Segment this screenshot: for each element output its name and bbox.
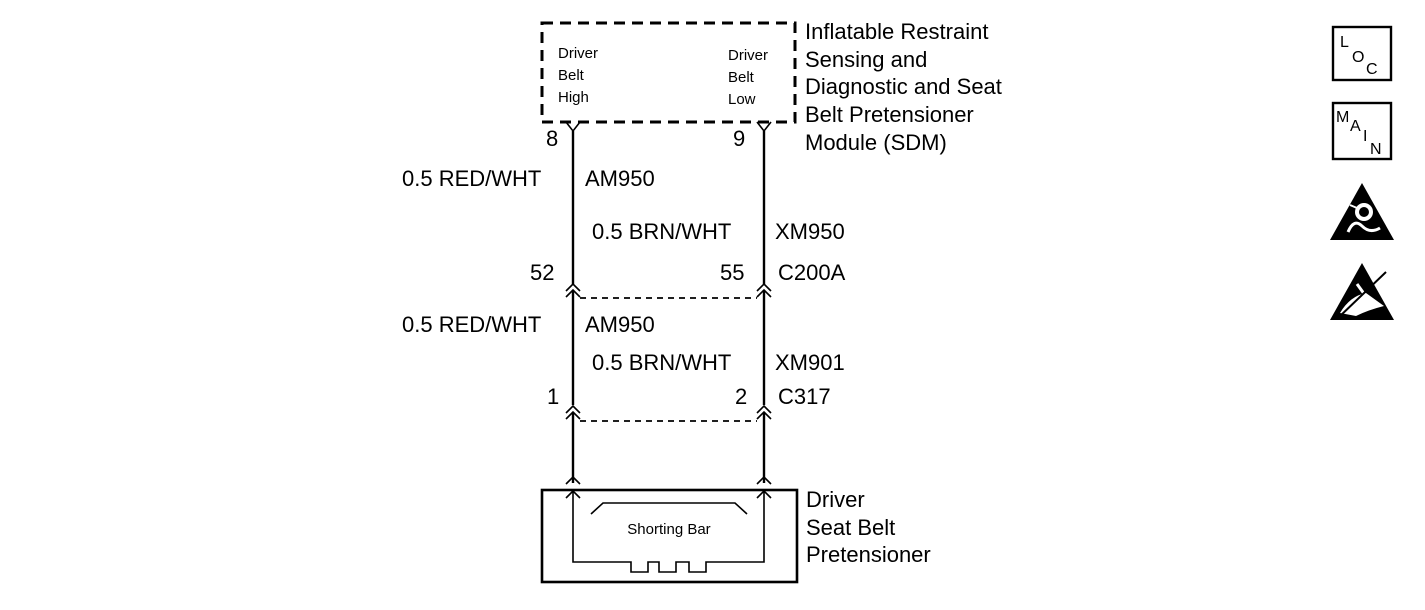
sdm-right-circuit-line-3: Low xyxy=(728,91,756,108)
sdm-name-line-2: Sensing and xyxy=(805,47,927,72)
loc-letter-o: O xyxy=(1352,49,1364,66)
sdm-left-circuit-line-3: High xyxy=(558,89,589,106)
shorting-bar-label: Shorting Bar xyxy=(627,521,710,538)
pretensioner-name-line-2: Seat Belt xyxy=(806,515,895,540)
sdm-module: Driver Belt High Driver Belt Low Inflata… xyxy=(540,19,1002,155)
sdm-outline xyxy=(540,21,797,124)
main-view-icon[interactable]: M A I N xyxy=(1331,101,1393,161)
sdm-right-circuit-line-1: Driver xyxy=(728,47,768,64)
shorting-bar xyxy=(590,502,748,515)
c317-name: C317 xyxy=(778,384,831,409)
sdm-left-pin: 8 xyxy=(546,126,558,151)
wire-middle-right-size-color: 0.5 BRN/WHT xyxy=(592,350,731,375)
location-view-icon[interactable]: L O C xyxy=(1331,25,1393,82)
main-letter-n: N xyxy=(1370,141,1382,158)
c317-left-pin: 1 xyxy=(547,384,559,409)
sdm-name-line-3: Diagnostic and Seat xyxy=(805,74,1002,99)
sdm-right-circuit-line-2: Belt xyxy=(728,69,755,86)
loc-letter-c: C xyxy=(1366,61,1378,78)
wire-upper-right-size-color: 0.5 BRN/WHT xyxy=(592,219,731,244)
pretensioner-name-line-3: Pretensioner xyxy=(806,542,931,567)
sdm-name-line-1: Inflatable Restraint xyxy=(805,19,988,44)
pretensioner-left-terminal xyxy=(565,489,581,499)
wire-middle-left-size-color: 0.5 RED/WHT xyxy=(402,312,541,337)
pretensioner: Shorting Bar Driver Seat Belt Pretension… xyxy=(540,487,931,584)
main-letter-i: I xyxy=(1363,128,1367,145)
c200a-name: C200A xyxy=(778,260,846,285)
esd-warning-icon[interactable] xyxy=(1330,263,1394,320)
c200a-right-pin: 55 xyxy=(720,260,744,285)
wire-upper-left-circuit: AM950 xyxy=(585,166,655,191)
sdm-left-circuit-line-2: Belt xyxy=(558,67,585,84)
airbag-warning-icon[interactable] xyxy=(1330,183,1394,240)
main-letter-a: A xyxy=(1350,118,1361,135)
wire-upper-left-size-color: 0.5 RED/WHT xyxy=(402,166,541,191)
pretensioner-name-line-1: Driver xyxy=(806,487,865,512)
sdm-left-circuit-line-1: Driver xyxy=(558,45,598,62)
connector-c200a: 52 55 C200A xyxy=(530,260,846,299)
pretensioner-circuit xyxy=(572,492,765,573)
connector-c317: 1 2 C317 xyxy=(547,384,831,422)
sdm-name-line-5: Module (SDM) xyxy=(805,130,947,155)
wire-upper-right-circuit: XM950 xyxy=(775,219,845,244)
pretensioner-right-terminal-outer xyxy=(756,475,772,485)
sdm-name-line-4: Belt Pretensioner xyxy=(805,102,974,127)
sdm-right-pin: 9 xyxy=(733,126,745,151)
wire-middle-right-circuit: XM901 xyxy=(775,350,845,375)
c317-right-pin: 2 xyxy=(735,384,747,409)
c200a-left-pin: 52 xyxy=(530,260,554,285)
pretensioner-right-terminal xyxy=(756,489,772,499)
wire-middle-left-circuit: AM950 xyxy=(585,312,655,337)
pretensioner-left-terminal-outer xyxy=(565,475,581,485)
loc-letter-l: L xyxy=(1340,34,1349,51)
pretensioner-outline xyxy=(540,488,799,584)
main-letter-m: M xyxy=(1336,109,1349,126)
